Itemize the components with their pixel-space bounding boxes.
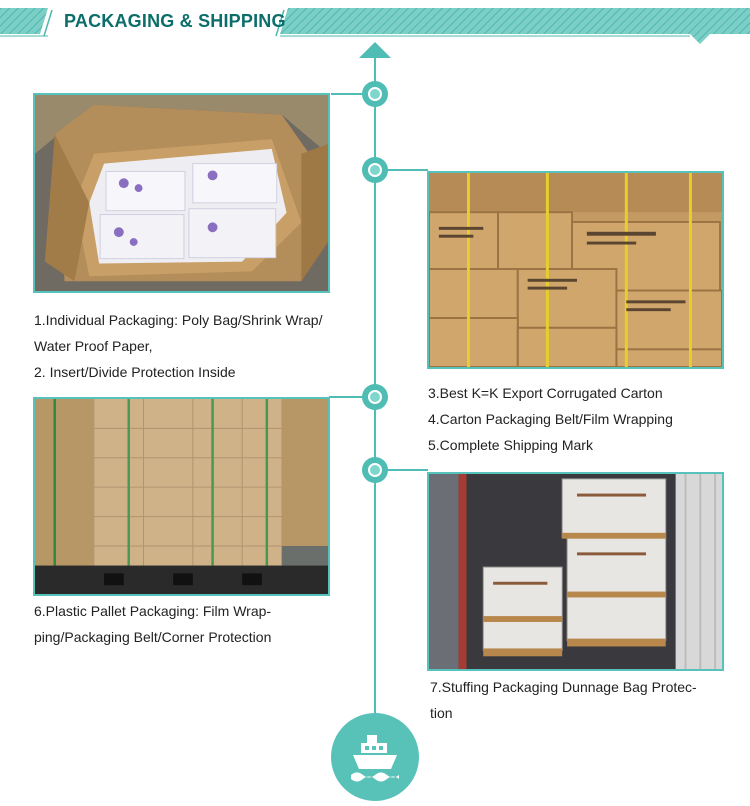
caption-line: 1.Individual Packaging: Poly Bag/Shrink … (34, 312, 323, 328)
timeline-node-1 (362, 81, 388, 107)
header-band: PACKAGING & SHIPPING (0, 0, 750, 45)
caption-section-2: 3.Best K=K Export Corrugated Carton 4.Ca… (428, 380, 673, 458)
caption-line: 3.Best K=K Export Corrugated Carton (428, 385, 663, 401)
caption-line: ping/Packaging Belt/Corner Protection (34, 629, 272, 645)
photo-container-stuffing (427, 472, 724, 671)
photo-pallet-packaging (33, 397, 330, 596)
photo-individual-packaging (33, 93, 330, 293)
caption-section-1: 1.Individual Packaging: Poly Bag/Shrink … (34, 307, 322, 385)
caption-line: 2. Insert/Divide Protection Inside (34, 364, 236, 380)
timeline-node-4 (362, 457, 388, 483)
caption-section-4: 7.Stuffing Packaging Dunnage Bag Protec-… (430, 674, 697, 726)
photo-export-cartons (427, 171, 724, 369)
caption-line: 4.Carton Packaging Belt/Film Wrapping (428, 411, 673, 427)
timeline-node-2 (362, 157, 388, 183)
caption-section-3: 6.Plastic Pallet Packaging: Film Wrap- p… (34, 598, 271, 650)
caption-line: Water Proof Paper, (34, 338, 153, 354)
timeline-node-3 (362, 384, 388, 410)
caption-line: 6.Plastic Pallet Packaging: Film Wrap- (34, 603, 272, 619)
caption-line: 7.Stuffing Packaging Dunnage Bag Protec- (430, 679, 697, 695)
header-background (0, 8, 750, 44)
ship-icon (351, 735, 399, 782)
caption-line: 5.Complete Shipping Mark (428, 437, 593, 453)
caption-line: tion (430, 705, 453, 721)
page-title: PACKAGING & SHIPPING (64, 11, 286, 31)
ship-badge (331, 713, 419, 801)
